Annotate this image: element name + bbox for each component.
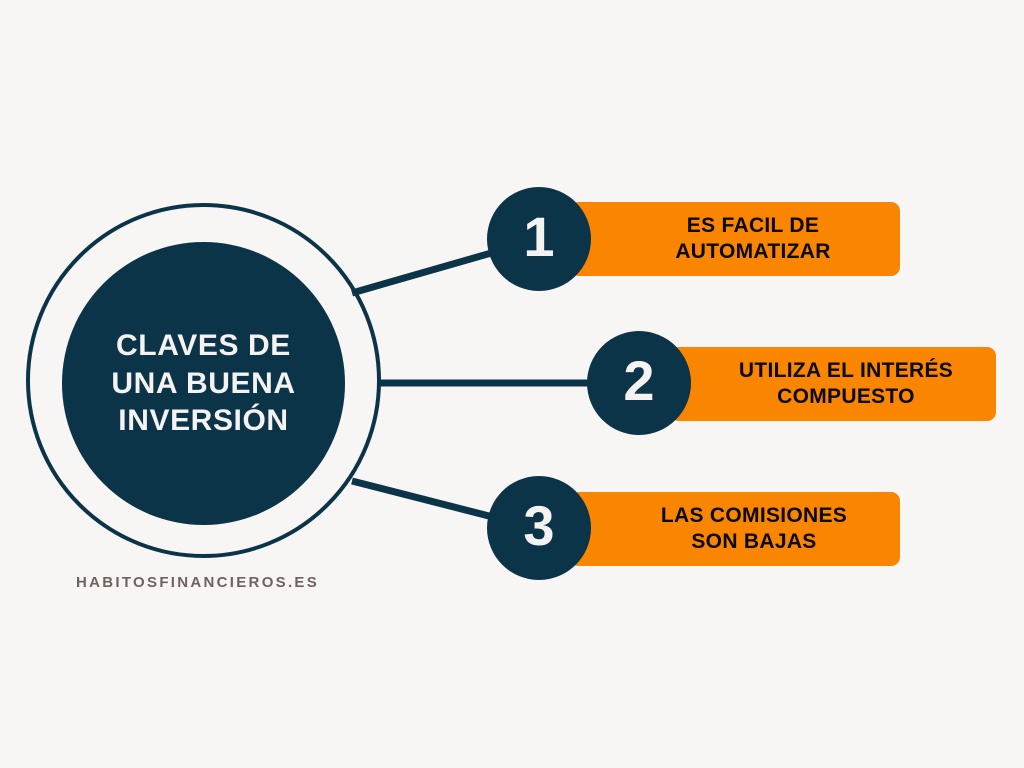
item-1-bar: ES FACIL DE AUTOMATIZAR xyxy=(570,202,900,276)
item-2-number-badge: 2 xyxy=(587,331,691,435)
hub-title: CLAVES DE UNA BUENA INVERSIÓN xyxy=(111,328,296,438)
item-2-bar: UTILIZA EL INTERÉS COMPUESTO xyxy=(670,347,996,421)
item-3-bar: LAS COMISIONES SON BAJAS xyxy=(570,492,900,566)
item-2-label: UTILIZA EL INTERÉS COMPUESTO xyxy=(738,359,954,408)
item-3-label: LAS COMISIONES SON BAJAS xyxy=(660,504,848,553)
brand-watermark: HABITOSFINANCIEROS.ES xyxy=(76,574,320,591)
item-2-number: 2 xyxy=(623,349,655,412)
hub-outer-ring xyxy=(26,203,381,558)
central-hub: CLAVES DE UNA BUENA INVERSIÓN xyxy=(26,203,381,558)
item-3-number: 3 xyxy=(523,494,555,557)
item-3-number-badge: 3 xyxy=(487,476,591,580)
item-1-number: 1 xyxy=(523,205,555,268)
item-1-number-badge: 1 xyxy=(487,187,591,291)
item-1-label: ES FACIL DE AUTOMATIZAR xyxy=(675,214,831,263)
hub-core-circle: CLAVES DE UNA BUENA INVERSIÓN xyxy=(62,242,345,525)
